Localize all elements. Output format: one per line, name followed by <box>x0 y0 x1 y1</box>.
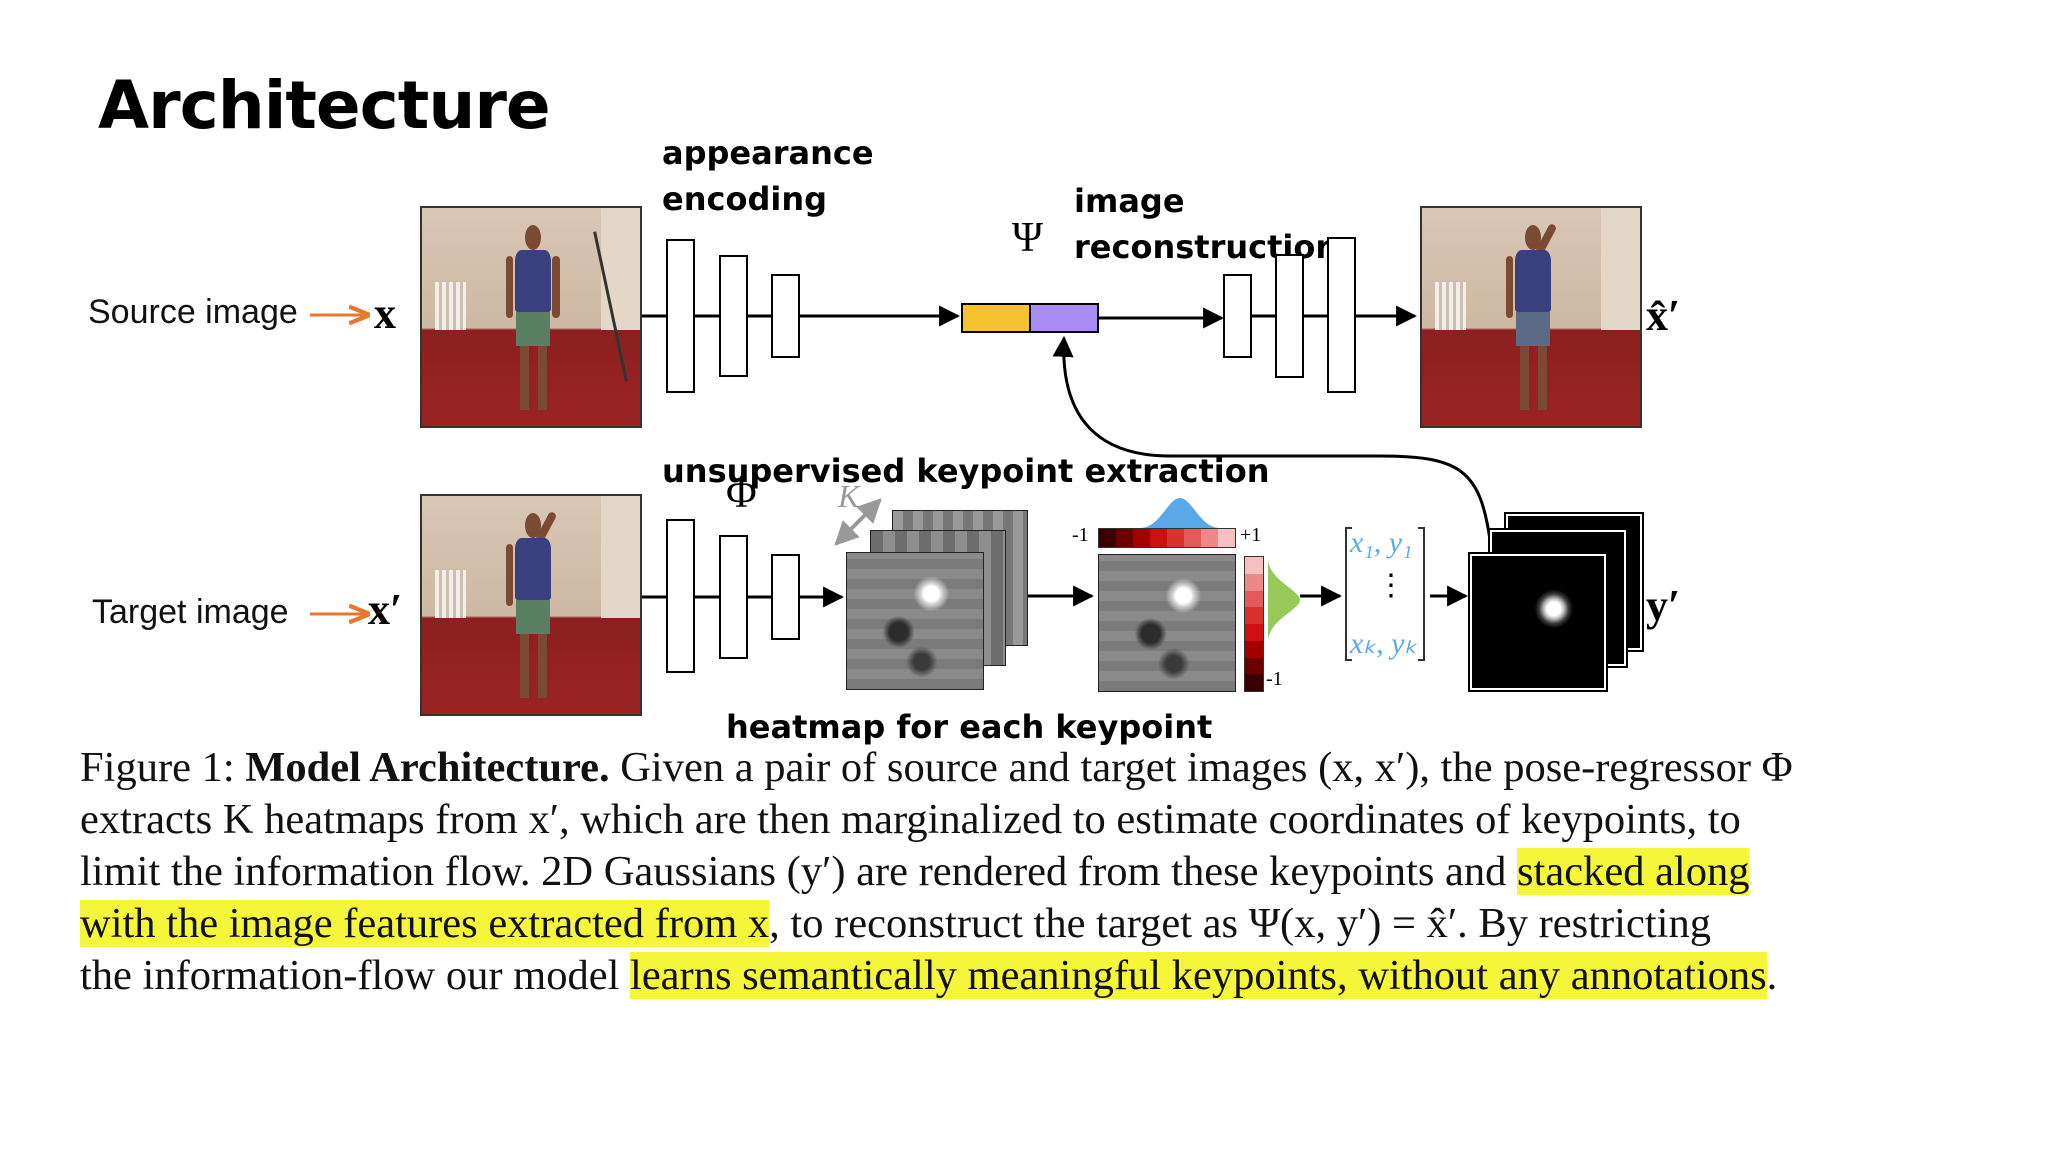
source-image-label: Source image <box>88 293 298 331</box>
encoder-block-2 <box>719 255 748 377</box>
colorbar-min-label: -1 <box>1072 524 1089 546</box>
vector-bottom-entry: xₖ, yₖ <box>1350 627 1418 660</box>
caption-line-1-text: Given a pair of source and target images… <box>609 744 1793 791</box>
source-image <box>420 206 642 428</box>
keypoint-feature-block <box>1029 303 1099 333</box>
caption-line-3-text: limit the information flow. 2D Gaussians… <box>80 848 1517 895</box>
appearance-encoding-line2: encoding <box>662 180 827 218</box>
image-reconstruction-line1: image <box>1074 182 1185 220</box>
horizontal-marginal-curve <box>1140 498 1220 528</box>
decoder-block-3 <box>1327 237 1356 393</box>
vector-top-entry: x₁, y₁ <box>1350 526 1413 559</box>
symbol-k: K <box>838 478 860 514</box>
k-arrow <box>834 498 882 546</box>
appearance-feature-block <box>961 303 1031 333</box>
caption-line-4: with the image features extracted from x… <box>80 898 1980 950</box>
slide-title: Architecture <box>98 67 551 144</box>
pose-encoder-block-1 <box>666 519 695 673</box>
caption-bold-title: Model Architecture. <box>245 744 610 791</box>
heatmap-label: heatmap for each keypoint <box>726 708 1213 746</box>
symbol-phi: Φ <box>726 471 757 517</box>
appearance-encoding-line1: appearance <box>662 134 874 172</box>
caption-figure-number: Figure 1: <box>80 744 246 791</box>
symbol-x-prime: x′ <box>368 585 403 634</box>
vertical-colorbar <box>1244 556 1264 692</box>
caption-highlight-3: learns semantically meaningful keypoints… <box>630 952 1767 999</box>
caption-line-1: Figure 1: Model Architecture. Given a pa… <box>80 742 1980 794</box>
normalized-heatmap <box>1098 554 1236 692</box>
caption-line-4-text: , to reconstruct the target as Ψ(x, y′) … <box>769 900 1711 947</box>
symbol-psi: Ψ <box>1012 215 1043 261</box>
caption-highlight-1: stacked along <box>1517 848 1750 895</box>
target-image <box>420 494 642 716</box>
vector-bracket-left <box>1345 527 1352 661</box>
caption-line-5-text: the information-flow our model <box>80 952 631 999</box>
vector-dots: ⋮ <box>1376 569 1406 602</box>
gaussian-front <box>1468 552 1608 692</box>
caption-period: . <box>1766 952 1778 999</box>
caption-line-2: extracts K heatmaps from x′, which are t… <box>80 796 1741 843</box>
caption-line-5: the information-flow our model learns se… <box>80 950 1980 1002</box>
reconstructed-image <box>1420 206 1642 428</box>
target-image-label: Target image <box>92 593 289 631</box>
keypoint-feedback-arrow <box>1052 335 1492 541</box>
vector-bracket-right <box>1418 527 1425 661</box>
symbol-y-prime: y′ <box>1646 581 1681 630</box>
symbol-x: x <box>374 289 396 338</box>
figure-caption: Figure 1: Model Architecture. Given a pa… <box>80 742 1980 1002</box>
caption-highlight-2: with the image features extracted from x <box>80 900 770 947</box>
colorbar-vertical-min-label: -1 <box>1266 668 1283 690</box>
encoder-block-3 <box>771 274 800 358</box>
encoder-block-1 <box>666 239 695 393</box>
heatmap-front <box>846 552 984 690</box>
pose-encoder-block-3 <box>771 554 800 640</box>
caption-line-3: limit the information flow. 2D Gaussians… <box>80 846 1980 898</box>
symbol-x-hat-prime: x̂′ <box>1646 291 1681 340</box>
colorbar-max-label: +1 <box>1240 524 1262 546</box>
decoder-block-1 <box>1223 274 1252 358</box>
appearance-encoding-label: appearance encoding <box>662 130 874 222</box>
keypoint-extraction-label: unsupervised keypoint extraction <box>662 452 1270 490</box>
pose-encoder-block-2 <box>719 535 748 659</box>
horizontal-colorbar <box>1098 528 1236 548</box>
vertical-marginal-curve <box>1268 558 1300 642</box>
decoder-block-2 <box>1275 254 1304 378</box>
